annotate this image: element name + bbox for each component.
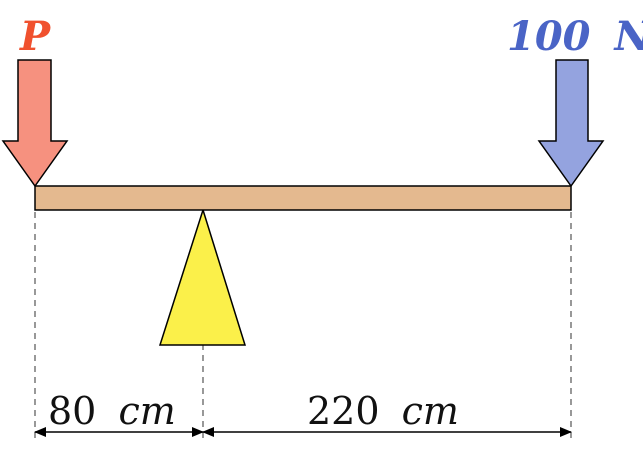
force-p-label: P bbox=[19, 13, 52, 60]
dimension-label-left: 80 cm bbox=[48, 389, 176, 433]
force-100n-value: 100 bbox=[507, 13, 591, 60]
force-100n-label: 100 N bbox=[507, 13, 643, 60]
dimension-right-value: 220 bbox=[307, 389, 380, 433]
dimension-right-unit: cm bbox=[402, 389, 459, 433]
dimension-left-unit: cm bbox=[118, 389, 175, 433]
force-p-arrow bbox=[1, 59, 69, 188]
dimension-left-value: 80 bbox=[48, 389, 96, 433]
dimension-label-right: 220 cm bbox=[307, 389, 459, 433]
force-100n-unit: N bbox=[612, 13, 643, 60]
lever-beam bbox=[34, 185, 572, 211]
force-100n-arrow bbox=[537, 59, 605, 188]
fulcrum-triangle bbox=[158, 207, 247, 346]
